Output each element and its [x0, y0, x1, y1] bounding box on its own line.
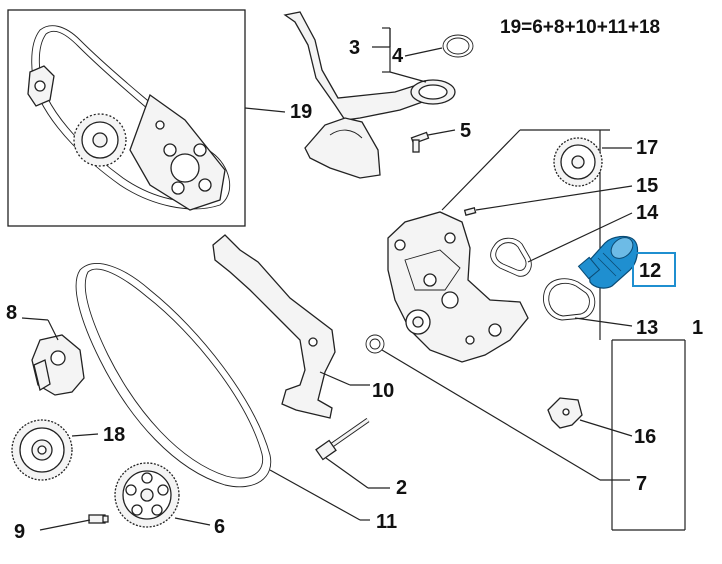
timing-chain	[75, 263, 272, 488]
drive-gear	[553, 137, 603, 187]
oil-pump-housing	[387, 211, 529, 363]
long-bolt	[315, 417, 370, 461]
callout-10: 10	[372, 380, 394, 402]
callout-19: 19	[290, 101, 312, 123]
callout-13: 13	[636, 317, 658, 339]
callout-2: 2	[396, 477, 407, 499]
gasket-14	[490, 237, 532, 277]
oil-pickup-pipe	[283, 11, 456, 179]
callout-7: 7	[636, 473, 647, 495]
bracket-16	[547, 397, 583, 429]
o-ring	[442, 34, 474, 58]
callout-3: 3	[349, 37, 360, 59]
chain-guide	[212, 234, 336, 419]
callout-4: 4	[392, 45, 404, 67]
callout-17: 17	[636, 137, 658, 159]
bolt-9	[88, 514, 109, 524]
callout-14: 14	[636, 202, 659, 224]
highlight-box	[632, 252, 676, 287]
crank-sprocket	[11, 419, 73, 481]
bolt-5	[410, 131, 430, 153]
callout-18: 18	[103, 424, 125, 446]
callout-16: 16	[634, 426, 656, 448]
highlighted-rotor-part	[577, 235, 639, 289]
chain-tensioner	[31, 334, 85, 396]
callout-1: 1	[692, 317, 703, 339]
callout-6: 6	[214, 516, 225, 538]
cam-sprocket	[114, 462, 180, 528]
callout-8: 8	[6, 302, 17, 324]
callout-12: 12	[639, 260, 661, 282]
callout-9: 9	[14, 521, 25, 543]
callout-15: 15	[636, 175, 658, 197]
dowel-pin	[463, 206, 477, 216]
callout-5: 5	[460, 120, 471, 142]
inset-timing-assembly	[7, 9, 246, 227]
callout-11: 11	[376, 511, 397, 533]
cover-gasket	[543, 278, 596, 321]
small-o-ring	[365, 334, 385, 354]
kit-composition-formula: 19=6+8+10+11+18	[500, 17, 660, 38]
